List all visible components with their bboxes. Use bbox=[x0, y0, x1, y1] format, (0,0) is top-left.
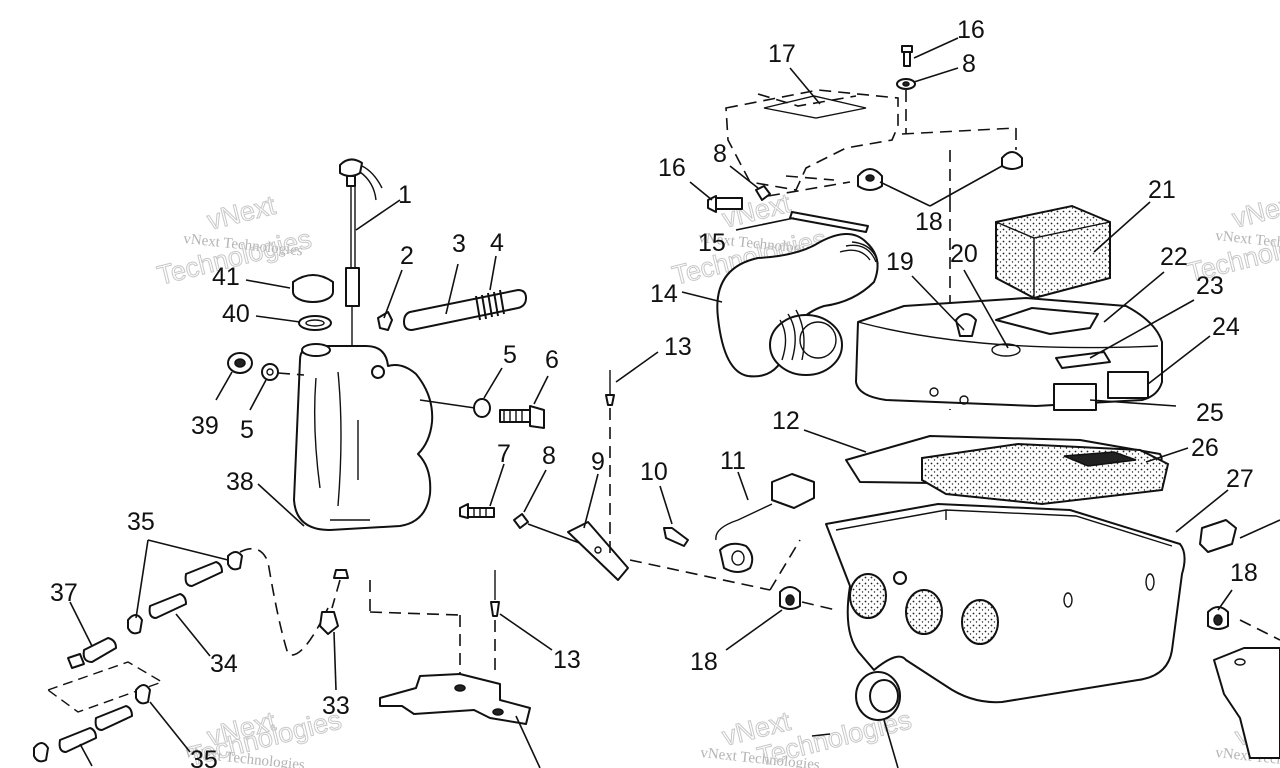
tube-part bbox=[403, 289, 527, 331]
callout-9: 9 bbox=[591, 448, 605, 476]
grommet-part bbox=[227, 352, 279, 381]
bolt-7-part bbox=[459, 503, 529, 529]
callout-11: 11 bbox=[720, 447, 746, 475]
callout-8-left: 8 bbox=[713, 140, 727, 168]
callout-26: 26 bbox=[1191, 434, 1219, 462]
callout-18-top: 18 bbox=[915, 208, 943, 236]
callout-18-right: 18 bbox=[1230, 559, 1258, 587]
callout-37: 37 bbox=[50, 579, 78, 607]
callout-35-upper: 35 bbox=[127, 508, 155, 536]
callout-16-top: 16 bbox=[957, 16, 985, 44]
callout-27: 27 bbox=[1226, 465, 1254, 493]
foam-filter-26 bbox=[921, 442, 1170, 506]
fitting-part bbox=[319, 569, 349, 635]
callout-4: 4 bbox=[490, 229, 504, 257]
grommet-18-top-part bbox=[857, 151, 1023, 191]
svg-text:vNext: vNext bbox=[204, 190, 279, 236]
callout-41: 41 bbox=[212, 263, 240, 291]
callout-20: 20 bbox=[950, 240, 978, 268]
callout-6: 6 bbox=[545, 346, 559, 374]
svg-text:vNext: vNext bbox=[1229, 188, 1280, 234]
callout-34: 34 bbox=[210, 650, 238, 678]
callout-5-left: 5 bbox=[240, 416, 254, 444]
callout-16-left: 16 bbox=[658, 154, 686, 182]
bolt-16-left-part bbox=[707, 185, 771, 213]
callout-25: 25 bbox=[1196, 399, 1224, 427]
strap-part bbox=[789, 211, 869, 233]
callout-2: 2 bbox=[400, 242, 414, 270]
intake-hose-part bbox=[716, 233, 879, 378]
airbox-base-part bbox=[825, 503, 1186, 704]
hose-line bbox=[239, 547, 329, 656]
leader-lines bbox=[69, 37, 1233, 768]
mount-bracket-part bbox=[379, 673, 531, 725]
rod-part bbox=[490, 370, 615, 670]
bracket-part bbox=[567, 521, 629, 581]
callout-5-right: 5 bbox=[503, 341, 517, 369]
grommet-18-mid-part bbox=[779, 586, 801, 610]
callout-14: 14 bbox=[650, 280, 678, 308]
foam-filter-21 bbox=[995, 204, 1111, 300]
callout-40: 40 bbox=[222, 300, 250, 328]
callout-39: 39 bbox=[191, 412, 219, 440]
callout-17: 17 bbox=[768, 40, 796, 68]
callout-3: 3 bbox=[452, 230, 466, 258]
bolt-part bbox=[473, 398, 545, 429]
callout-23: 23 bbox=[1196, 272, 1224, 300]
fuel-filter-part bbox=[33, 551, 243, 763]
callout-24: 24 bbox=[1212, 313, 1240, 341]
callout-35-lower: 35 bbox=[190, 746, 218, 768]
callout-15: 15 bbox=[698, 229, 726, 257]
callout-13-lower: 13 bbox=[553, 646, 581, 674]
callout-38: 38 bbox=[226, 468, 254, 496]
sensor-part bbox=[663, 473, 815, 573]
callout-12: 12 bbox=[772, 407, 800, 435]
callout-8-mid: 8 bbox=[542, 442, 556, 470]
callout-33: 33 bbox=[322, 692, 350, 720]
tank-cap-part bbox=[292, 274, 334, 331]
svg-text:vNext: vNext bbox=[719, 188, 794, 234]
callout-8-top: 8 bbox=[962, 50, 976, 78]
callout-7: 7 bbox=[497, 440, 511, 468]
callout-19: 19 bbox=[886, 248, 914, 276]
callout-10: 10 bbox=[640, 458, 668, 486]
seal-ring-part bbox=[855, 671, 901, 721]
airbox-cover-part bbox=[725, 89, 899, 191]
callout-22: 22 bbox=[1160, 243, 1188, 271]
airbox-lid-part bbox=[855, 297, 1163, 411]
callout-18-mid: 18 bbox=[690, 648, 718, 676]
bolt-16-top-part bbox=[896, 45, 916, 134]
callout-21: 21 bbox=[1148, 176, 1176, 204]
callout-13-upper: 13 bbox=[664, 333, 692, 361]
right-edge-parts bbox=[1199, 519, 1280, 759]
tank-part bbox=[293, 343, 434, 531]
callout-1: 1 bbox=[398, 181, 412, 209]
dipstick-part bbox=[339, 158, 383, 345]
callout-numbers: 16 8 17 16 8 18 21 1 15 19 20 22 23 2 3 … bbox=[50, 16, 1258, 768]
